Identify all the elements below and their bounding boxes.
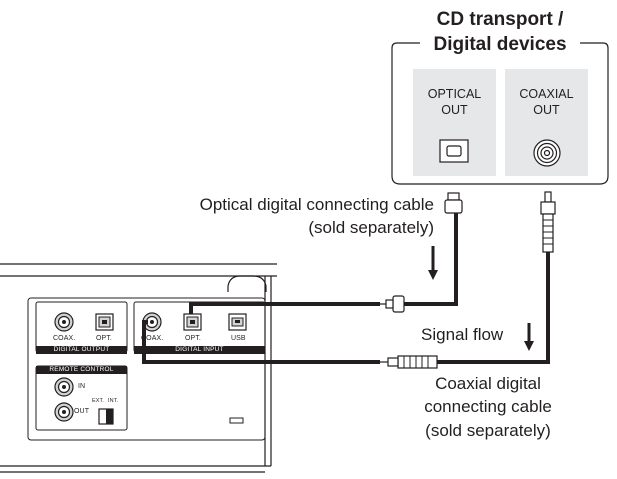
- int-label: INT.: [108, 398, 119, 404]
- source-device: [391, 42, 609, 185]
- input-opt-label: OPT.: [185, 335, 201, 342]
- output-optical-jack: [95, 313, 114, 331]
- output-coax-jack: [54, 312, 74, 332]
- optical-out-label-line2: OUT: [441, 103, 468, 117]
- coaxial-cable-label-line2: connecting cable: [424, 397, 552, 416]
- coaxial-cable-bottom-plug: [380, 355, 438, 369]
- remote-control-label: REMOTE CONTROL: [49, 366, 114, 373]
- optical-signal-arrow: [428, 246, 438, 280]
- coaxial-out-label-line1: COAXIAL: [519, 87, 574, 101]
- input-coax-label: COAX.: [141, 335, 164, 342]
- signal-flow-arrow: [524, 323, 534, 351]
- optical-cable-top-plug: [444, 192, 463, 214]
- optical-out-label-line1: OPTICAL: [427, 87, 482, 101]
- usb-port: [228, 313, 247, 331]
- ext-int-switch: [98, 408, 114, 425]
- coaxial-out-label-line2: OUT: [533, 103, 560, 117]
- optical-cable-label-line1: Optical digital connecting cable: [199, 195, 434, 214]
- source-title-line2: Digital devices: [433, 34, 567, 55]
- remote-in-jack: [54, 377, 74, 397]
- remote-in-label: IN: [78, 383, 86, 390]
- coaxial-cable-label-line3: (sold separately): [425, 421, 551, 440]
- coaxial-cable: [437, 252, 550, 364]
- signal-flow-label: Signal flow: [421, 325, 504, 344]
- rear-panel: [0, 263, 380, 473]
- optical-lead-to-jack: [189, 302, 380, 314]
- optical-out-port: [439, 139, 469, 163]
- remote-out-jack: [54, 402, 74, 422]
- input-optical-jack: [183, 313, 202, 331]
- optical-cable-label-line2: (sold separately): [308, 218, 434, 237]
- optical-cable-bottom-plug: [380, 295, 405, 313]
- digital-output-label: DIGITAL OUTPUT: [53, 346, 110, 353]
- output-coax-label: COAX.: [53, 335, 76, 342]
- source-title-line1: CD transport /: [436, 9, 564, 30]
- remote-out-label: OUT: [74, 408, 90, 415]
- ext-label: EXT.: [92, 398, 105, 404]
- coaxial-cable-label-line1: Coaxial digital: [435, 374, 541, 393]
- coaxial-lead-to-jack: [142, 320, 380, 364]
- digital-input-label: DIGITAL INPUT: [175, 346, 224, 353]
- optical-cable: [404, 213, 458, 306]
- coaxial-cable-top-plug: [540, 191, 556, 253]
- usb-label: USB: [231, 335, 246, 342]
- output-opt-label: OPT.: [96, 335, 112, 342]
- coaxial-out-port: [533, 139, 561, 167]
